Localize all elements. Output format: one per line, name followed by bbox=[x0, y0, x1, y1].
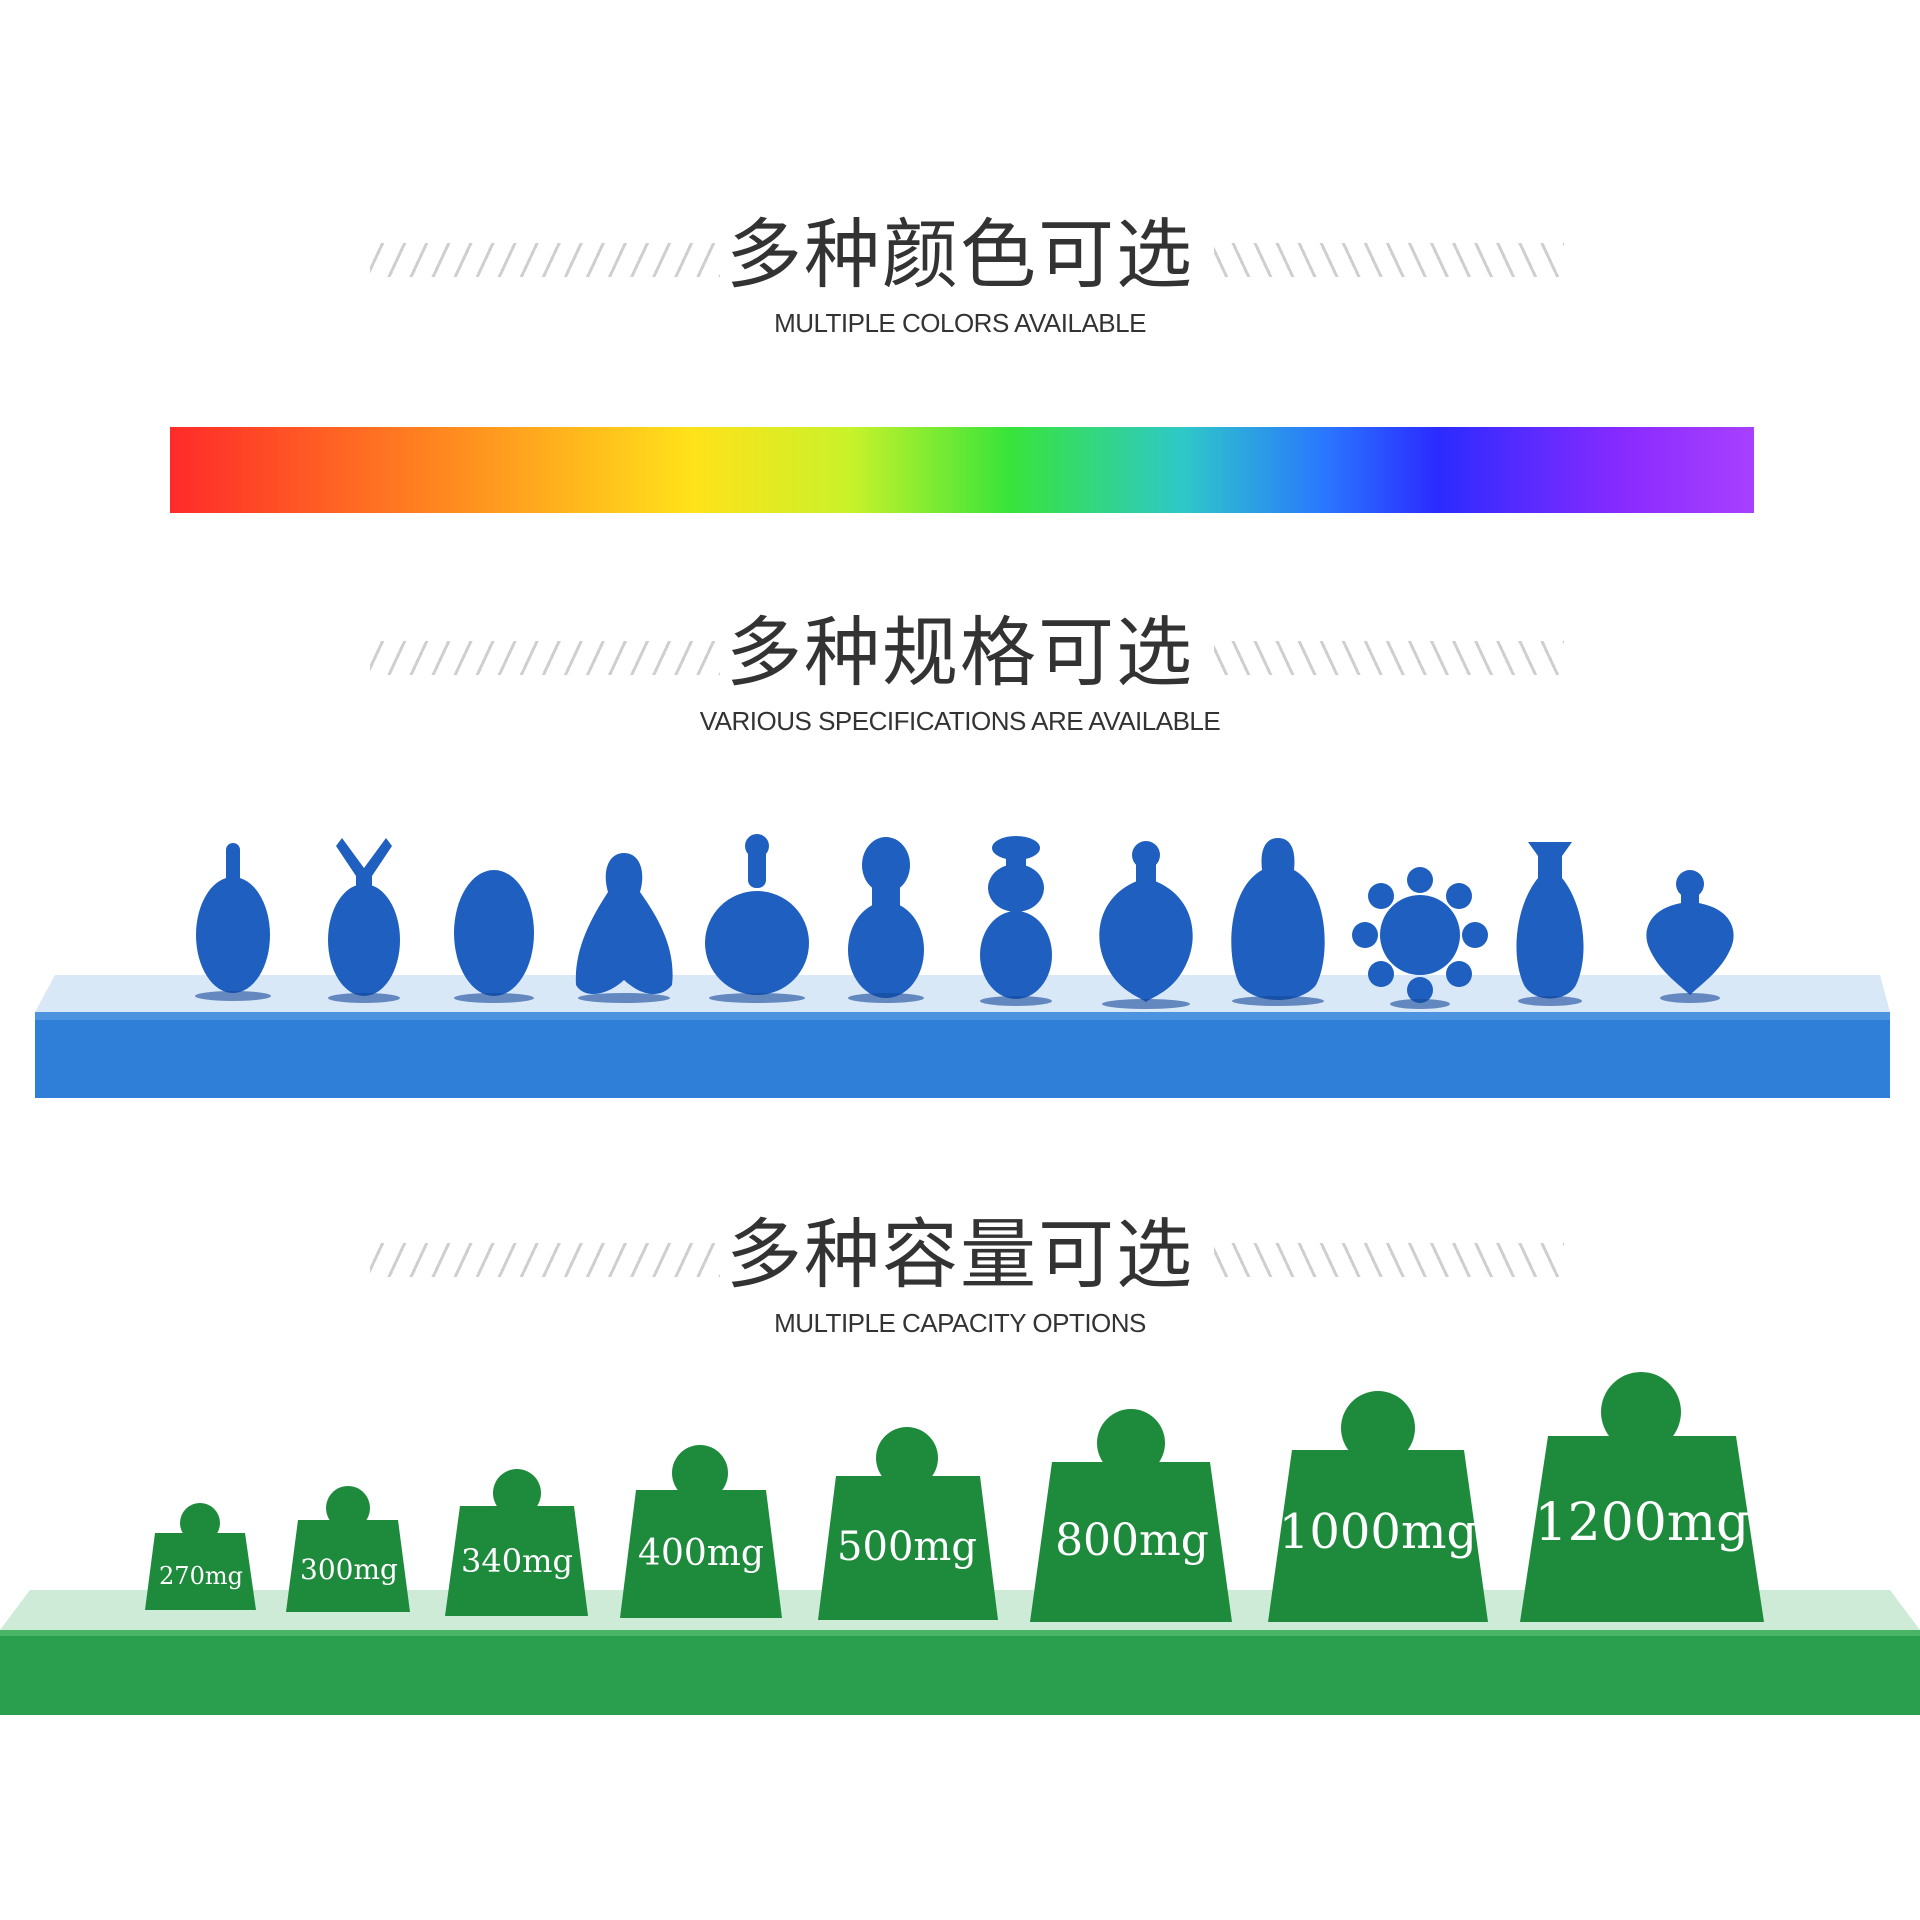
shape-bulb-long-neck bbox=[196, 843, 270, 993]
weight-300mg: 300mg bbox=[286, 1486, 410, 1612]
shape-flask bbox=[705, 834, 809, 995]
weight-1000mg: 1000mg bbox=[1268, 1391, 1488, 1622]
hatch-decoration-right bbox=[1214, 243, 1564, 277]
hatch-decoration-right bbox=[1214, 641, 1564, 675]
weight-label: 1000mg bbox=[1279, 1504, 1477, 1560]
shape-small-heart bbox=[1646, 870, 1734, 995]
weight-500mg: 500mg bbox=[818, 1427, 998, 1620]
shape-specifications-display bbox=[35, 834, 1890, 1098]
shape-gourd bbox=[848, 837, 924, 998]
hatch-decoration-left bbox=[370, 641, 720, 675]
weight-label: 800mg bbox=[1055, 1515, 1209, 1566]
weight-270mg: 270mg bbox=[145, 1503, 256, 1610]
shape-egg bbox=[454, 870, 534, 996]
section-colors-header: 多种颜色可选 MULTIPLE COLORS AVAILABLE bbox=[0, 205, 1920, 345]
weight-label: 300mg bbox=[300, 1553, 398, 1586]
shape-vase bbox=[1516, 842, 1584, 999]
hatch-decoration-left bbox=[370, 243, 720, 277]
green-shelf-edge bbox=[0, 1630, 1920, 1636]
shape-double-gourd bbox=[980, 836, 1052, 999]
green-shelf-front bbox=[0, 1630, 1920, 1715]
blue-shelf-front bbox=[35, 1012, 1890, 1098]
section-specs-header: 多种规格可选 VARIOUS SPECIFICATIONS ARE AVAILA… bbox=[0, 603, 1920, 743]
section-capacity-header: 多种容量可选 MULTIPLE CAPACITY OPTIONS bbox=[0, 1205, 1920, 1345]
section-title-en: VARIOUS SPECIFICATIONS ARE AVAILABLE bbox=[699, 706, 1221, 736]
weight-label: 1200mg bbox=[1535, 1493, 1750, 1553]
shape-gear bbox=[1352, 867, 1488, 1003]
hatch-decoration-right bbox=[1214, 1243, 1564, 1277]
section-title-cn: 多种规格可选 bbox=[726, 608, 1194, 697]
weight-340mg: 340mg bbox=[445, 1469, 588, 1616]
weight-label: 340mg bbox=[461, 1542, 573, 1580]
shape-heart-drop bbox=[1099, 841, 1193, 1002]
section-title-cn: 多种颜色可选 bbox=[726, 210, 1194, 299]
section-title-cn: 多种容量可选 bbox=[726, 1210, 1194, 1299]
shape-bell bbox=[575, 853, 673, 995]
color-spectrum-bar bbox=[170, 427, 1754, 513]
hatch-decoration-left bbox=[370, 1243, 720, 1277]
shape-fish-tail bbox=[328, 838, 400, 996]
section-title-en: MULTIPLE CAPACITY OPTIONS bbox=[774, 1308, 1146, 1338]
weight-label: 270mg bbox=[159, 1562, 243, 1590]
weight-800mg: 800mg bbox=[1030, 1409, 1232, 1622]
shape-keyhole bbox=[1231, 838, 1325, 1000]
blue-shelf-edge bbox=[35, 1012, 1890, 1020]
weight-label: 400mg bbox=[638, 1533, 764, 1574]
weight-label: 500mg bbox=[837, 1524, 977, 1570]
weight-400mg: 400mg bbox=[620, 1445, 782, 1618]
section-title-en: MULTIPLE COLORS AVAILABLE bbox=[774, 308, 1146, 338]
weight-1200mg: 1200mg bbox=[1520, 1372, 1764, 1622]
